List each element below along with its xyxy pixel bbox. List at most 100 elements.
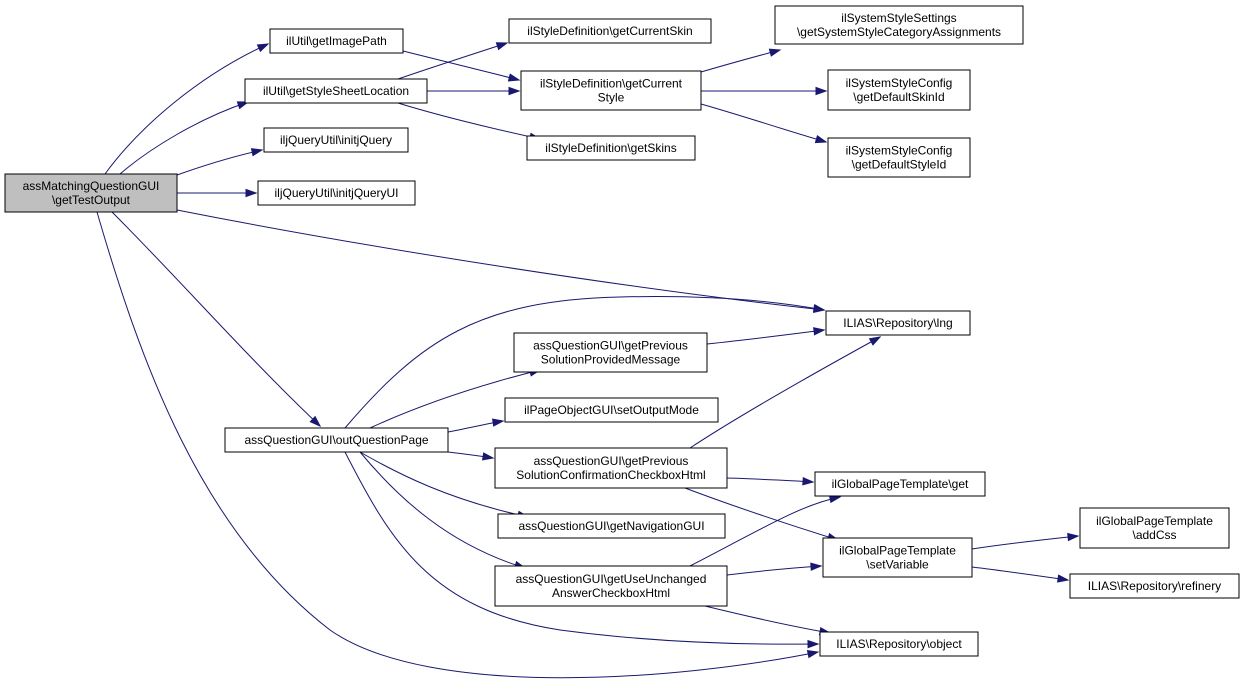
edge-line xyxy=(706,329,825,345)
edge-arrowhead xyxy=(802,477,815,486)
node-lng[interactable]: ILIAS\Repository\lng xyxy=(825,310,971,336)
nodes-layer: assMatchingQuestionGUI\getTestOutput ilUt… xyxy=(4,5,1240,657)
node-label-line: assQuestionGUI\getUseUnchanged xyxy=(516,572,707,586)
node-label-line: ILIAS\Repository\lng xyxy=(843,316,952,330)
node-getCurrentSkin[interactable]: ilStyleDefinition\getCurrentSkin xyxy=(508,18,712,44)
edge-getStyleSheetLocation-to-getCurrentSkin xyxy=(397,42,509,80)
node-label-line: ILIAS\Repository\refinery xyxy=(1088,579,1221,593)
edge-line xyxy=(359,451,529,518)
node-refinery[interactable]: ILIAS\Repository\refinery xyxy=(1069,573,1240,599)
node-box xyxy=(257,180,416,206)
edges-layer xyxy=(96,42,1080,679)
edge-line xyxy=(344,296,825,429)
node-label-line: assQuestionGUI\getNavigationGUI xyxy=(518,519,704,533)
edge-arrowhead xyxy=(768,48,782,57)
node-getPreviousSolutionConfirmationCheckboxHtml[interactable]: assQuestionGUI\getPreviousSolutionConfir… xyxy=(494,447,728,489)
edge-arrowhead xyxy=(236,101,250,110)
edge-arrowhead xyxy=(508,86,521,96)
edge-arrowhead xyxy=(1067,532,1080,542)
node-initjQueryUI[interactable]: iljQueryUtil\initjQueryUI xyxy=(257,180,416,206)
node-getSystemStyleCategoryAssignments[interactable]: ilSystemStyleSettings\getSystemStyleCate… xyxy=(774,5,1024,45)
node-outQuestionPage[interactable]: assQuestionGUI\outQuestionPage xyxy=(224,427,449,453)
node-getUseUnchangedAnswerCheckboxHtml[interactable]: assQuestionGUI\getUseUnchangedAnswerChec… xyxy=(494,565,728,607)
node-label-line: ilGlobalPageTemplate xyxy=(839,544,956,558)
node-box xyxy=(819,631,979,657)
node-box xyxy=(774,5,1024,45)
node-object[interactable]: ILIAS\Repository\object xyxy=(819,631,979,657)
edge-root-to-lng xyxy=(176,209,826,314)
edge-getCurrentStyle-to-getDefaultSkinId xyxy=(701,86,828,96)
node-label-line: iljQueryUtil\initjQueryUI xyxy=(274,186,398,200)
edge-line xyxy=(689,336,881,449)
node-box xyxy=(494,565,728,607)
node-getNavigationGUI[interactable]: assQuestionGUI\getNavigationGUI xyxy=(497,513,726,539)
edge-root-to-getImagePath xyxy=(104,43,270,175)
node-root[interactable]: assMatchingQuestionGUI\getTestOutput xyxy=(4,173,178,213)
node-box xyxy=(822,537,973,578)
edge-line xyxy=(119,101,249,175)
node-tplGet[interactable]: ilGlobalPageTemplate\get xyxy=(814,471,986,497)
node-setVariable[interactable]: ilGlobalPageTemplate\setVariable xyxy=(822,537,973,578)
node-getSkins[interactable]: ilStyleDefinition\getSkins xyxy=(526,135,696,161)
edge-outQuestionPage-to-setOutputMode xyxy=(447,418,505,433)
edge-getPreviousSolutionConfirmationCheckboxHtml-to-lng xyxy=(689,336,882,449)
node-getDefaultStyleId[interactable]: ilSystemStyleConfig\getDefaultStyleId xyxy=(827,137,971,178)
edge-line xyxy=(176,149,263,176)
node-label-line: ilUtil\getImagePath xyxy=(286,34,387,48)
edge-line xyxy=(971,566,1069,581)
edge-arrowhead xyxy=(815,86,828,96)
node-getStyleSheetLocation[interactable]: ilUtil\getStyleSheetLocation xyxy=(244,78,428,104)
node-box xyxy=(827,137,971,178)
edge-arrowhead xyxy=(814,135,828,144)
edge-getCurrentStyle-to-getDefaultStyleId xyxy=(700,103,828,144)
node-box xyxy=(4,173,178,213)
edge-getCurrentStyle-to-getSystemStyleCategoryAssignments xyxy=(700,48,782,73)
edge-line xyxy=(402,50,520,81)
node-label-line: SolutionConfirmationCheckboxHtml xyxy=(516,468,705,482)
node-label-line: SolutionProvidedMessage xyxy=(541,353,681,367)
node-label-line: \getSystemStyleCategoryAssignments xyxy=(797,25,1001,39)
node-box xyxy=(269,28,404,54)
node-box xyxy=(1079,507,1230,549)
node-label-line: assMatchingQuestionGUI xyxy=(23,179,160,193)
edge-getUseUnchangedAnswerCheckboxHtml-to-setVariable xyxy=(726,562,823,576)
edge-line xyxy=(689,496,841,567)
node-initjQuery[interactable]: iljQueryUtil\initjQuery xyxy=(263,127,409,153)
node-getDefaultSkinId[interactable]: ilSystemStyleConfig\getDefaultSkinId xyxy=(827,69,971,111)
node-label-line: \getDefaultSkinId xyxy=(853,90,944,104)
node-box xyxy=(520,70,702,111)
node-label-line: ilGlobalPageTemplate\get xyxy=(832,477,969,491)
edge-root-to-object xyxy=(96,211,820,679)
node-getImagePath[interactable]: ilUtil\getImagePath xyxy=(269,28,404,54)
node-box xyxy=(224,427,449,453)
edge-arrowhead xyxy=(309,415,322,428)
node-label-line: ilSystemStyleSettings xyxy=(841,11,956,25)
edge-outQuestionPage-to-getPreviousSolutionConfirmationCheckboxHtml xyxy=(447,451,495,461)
node-box xyxy=(827,69,971,111)
edge-arrowhead xyxy=(828,494,842,504)
node-box xyxy=(244,78,428,104)
node-label-line: assQuestionGUI\getPrevious xyxy=(533,339,688,353)
edge-line xyxy=(700,49,781,73)
node-label-line: ilSystemStyleConfig xyxy=(846,144,953,158)
node-label-line: Style xyxy=(598,91,625,105)
edge-line xyxy=(726,477,814,483)
node-label-line: ilPageObjectGUI\setOutputMode xyxy=(524,403,699,417)
edge-getPreviousSolutionConfirmationCheckboxHtml-to-tplGet xyxy=(726,477,815,486)
node-label-line: assQuestionGUI\getPrevious xyxy=(534,454,689,468)
node-label-line: ilStyleDefinition\getCurrent xyxy=(540,77,683,91)
node-label-line: assQuestionGUI\outQuestionPage xyxy=(244,433,428,447)
edge-setVariable-to-refinery xyxy=(971,566,1070,583)
node-setOutputMode[interactable]: ilPageObjectGUI\setOutputMode xyxy=(504,397,719,423)
edge-line xyxy=(684,487,839,541)
node-label-line: ilUtil\getStyleSheetLocation xyxy=(263,84,409,98)
edge-arrowhead xyxy=(495,42,509,51)
node-getPreviousSolutionProvidedMessage[interactable]: assQuestionGUI\getPreviousSolutionProvid… xyxy=(513,332,708,373)
node-addCss[interactable]: ilGlobalPageTemplate\addCss xyxy=(1079,507,1230,549)
edge-line xyxy=(971,535,1079,550)
edge-arrowhead xyxy=(868,336,882,346)
edge-arrowhead xyxy=(245,188,258,198)
edge-root-to-initjQuery xyxy=(176,148,264,176)
